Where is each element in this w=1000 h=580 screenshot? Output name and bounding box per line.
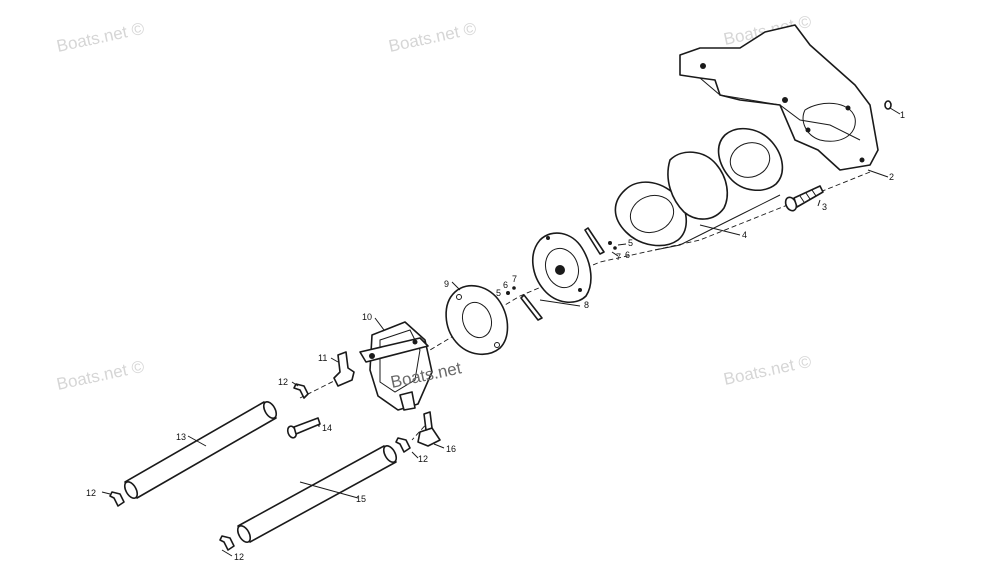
callout-12b: 12 (86, 488, 96, 498)
callout-16: 16 (446, 444, 456, 454)
hose-part-15 (236, 445, 398, 543)
callout-10: 10 (362, 312, 372, 322)
fitting-part-16 (417, 411, 441, 447)
watermark-top-center: Boats.net © (387, 19, 479, 56)
gasket-part-9 (445, 284, 509, 355)
screw-part-14 (286, 417, 321, 439)
callout-5b: 5 (496, 288, 501, 298)
mounting-bracket (679, 24, 879, 171)
callout-6b: 6 (503, 280, 508, 290)
callout-1: 1 (900, 110, 905, 120)
watermark-bottom-right: Boats.net © (722, 352, 814, 389)
callout-2: 2 (889, 172, 894, 182)
callout-13: 13 (176, 432, 186, 442)
callout-7a: 7 (616, 252, 621, 262)
callout-4: 4 (742, 230, 747, 240)
callout-9: 9 (444, 279, 449, 289)
callout-3: 3 (822, 202, 827, 212)
clamps-part-12 (109, 383, 411, 551)
leader-lines (101, 107, 901, 557)
watermark-top-left: Boats.net © (55, 19, 147, 56)
pins-parts-5-6-7 (506, 227, 617, 321)
callout-6a: 6 (625, 250, 630, 260)
callout-12c: 12 (418, 454, 428, 464)
callout-8: 8 (584, 300, 589, 310)
callout-7b: 7 (512, 274, 517, 284)
fuel-pump-part-10 (359, 321, 433, 411)
callout-11: 11 (318, 353, 327, 363)
hose-part-13 (123, 401, 278, 499)
watermark-bottom-left: Boats.net © (55, 357, 147, 394)
pump-body-part-8 (532, 232, 592, 303)
gasket-set-part-4 (614, 127, 784, 251)
callout-5a: 5 (628, 238, 633, 248)
washer-part-1 (884, 100, 892, 110)
callout-14: 14 (322, 423, 332, 433)
callout-12a: 12 (278, 377, 288, 387)
callout-labels: 1 2 3 4 5 7 6 7 6 5 8 9 10 11 12 14 13 1… (86, 110, 905, 562)
elbow-fitting-part-11 (333, 351, 355, 387)
callout-15: 15 (356, 494, 366, 504)
callout-12d: 12 (234, 552, 244, 562)
screw-part-3 (784, 185, 824, 212)
